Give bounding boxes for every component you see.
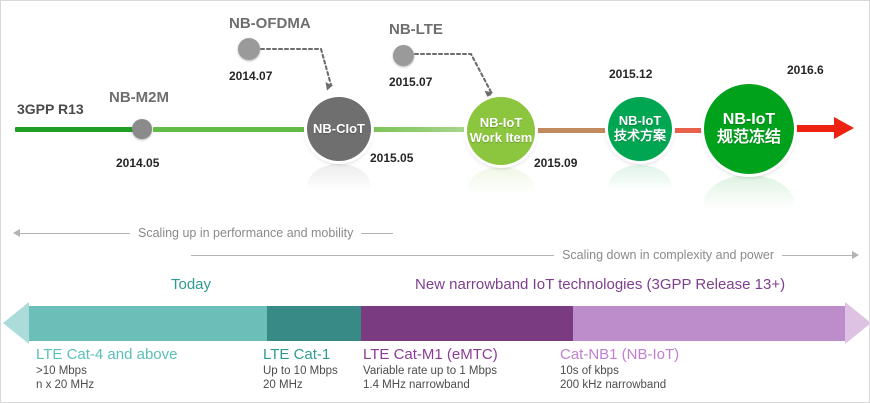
timeline-segment-red-orange [670,128,708,133]
node-nb-iot-tech[interactable]: NB-IoT 技术方案 [608,97,672,161]
category-lte-cat1-line-2: 20 MHz [263,379,303,391]
timeline-segment-light-green [371,127,469,132]
category-lte-cat4-title: LTE Cat-4 and above [36,346,178,363]
date-nb-ciot: 2015.05 [370,151,414,165]
node-nb-iot-frozen-label: NB-IoT 规范冻结 [716,111,781,146]
category-cat-nb1: Cat-NB1 (NB-IoT) 10s of kbps 200 kHz nar… [560,346,679,391]
band-header-today: Today [171,276,212,293]
connector-lte-to-workitem-icon [413,52,493,99]
scaling-up-label: Scaling up in performance and mobility [138,226,354,240]
band-right-arrowhead-icon [845,302,869,344]
band-header-new-narrowband: New narrowband IoT technologies (3GPP Re… [415,276,786,293]
timeline-segment-dark-green [15,127,133,132]
band-segment-lte-cat1[interactable] [267,306,361,341]
category-lte-cat1: LTE Cat-1 Up to 10 Mbps 20 MHz [263,346,338,391]
label-nb-m2m: NB-M2M [109,89,169,106]
category-lte-cat1-title: LTE Cat-1 [263,346,331,363]
connector-ofdma-to-ciot-icon [259,47,333,91]
node-nb-iot-work-item-label: NB-IoT Work Item [469,115,533,145]
node-nb-ofdma[interactable] [238,38,260,60]
category-cat-nb1-line-2: 200 kHz narrowband [560,379,667,391]
category-lte-cat-m1-line-2: 1.4 MHz narrowband [363,379,470,391]
category-lte-cat-m1: LTE Cat-M1 (eMTC) Variable rate up to 1 … [363,346,498,391]
reflection-nb-iot-tech [608,165,672,209]
scaling-up-annotation: Scaling up in performance and mobility [13,226,393,240]
label-3gpp-r13: 3GPP R13 [17,101,84,117]
scaling-up-arrowhead-icon [13,229,20,237]
timeline-segment-tan [534,128,611,133]
node-nb-iot-tech-label: NB-IoT 技术方案 [613,113,666,143]
category-cat-nb1-title: Cat-NB1 (NB-IoT) [560,346,680,363]
category-lte-cat-m1-title: LTE Cat-M1 (eMTC) [363,346,498,363]
reflection-nb-iot-work-item [467,167,535,213]
timeline-end-arrow-icon [834,117,854,139]
band-left-arrowhead-icon [3,302,29,344]
label-nb-ofdma: NB-OFDMA [229,15,311,32]
category-lte-cat4-line-2: n x 20 MHz [36,379,95,391]
date-nb-ofdma: 2014.07 [229,69,273,83]
node-nb-m2m[interactable] [132,119,152,139]
date-nb-iot-tech: 2015.12 [609,67,653,81]
category-lte-cat-m1-line-1: Variable rate up to 1 Mbps [363,365,498,377]
node-nb-ciot[interactable]: NB-CIoT [307,97,371,161]
reflection-nb-ciot [307,164,371,208]
date-nb-m2m: 2014.05 [116,156,160,170]
scaling-down-annotation: Scaling down in complexity and power [191,248,859,262]
technology-band [3,302,869,344]
reflection-nb-iot-frozen [704,175,794,231]
node-nb-lte[interactable] [393,45,414,66]
category-lte-cat4-line-1: >10 Mbps [36,365,87,377]
category-lte-cat4: LTE Cat-4 and above >10 Mbps n x 20 MHz [36,346,177,391]
band-segment-lte-cat4[interactable] [29,306,267,341]
band-segment-lte-cat-m1[interactable] [361,306,573,341]
date-nb-iot-work-item: 2015.09 [534,156,578,170]
category-cat-nb1-line-1: 10s of kbps [560,365,619,377]
node-nb-ciot-label: NB-CIoT [313,120,365,136]
category-lte-cat1-line-1: Up to 10 Mbps [263,365,338,377]
node-nb-iot-work-item[interactable]: NB-IoT Work Item [467,97,535,165]
label-nb-lte: NB-LTE [389,21,443,38]
node-nb-iot-frozen[interactable]: NB-IoT 规范冻结 [704,84,794,174]
scaling-down-arrowhead-icon [852,251,859,259]
date-nb-lte: 2015.07 [389,75,433,89]
timeline-segment-green [153,127,308,132]
scaling-down-label: Scaling down in complexity and power [562,248,774,262]
timeline-segment-red-tail [794,125,836,132]
date-nb-iot-frozen: 2016.6 [787,63,824,77]
band-segment-cat-nb1[interactable] [573,306,845,341]
